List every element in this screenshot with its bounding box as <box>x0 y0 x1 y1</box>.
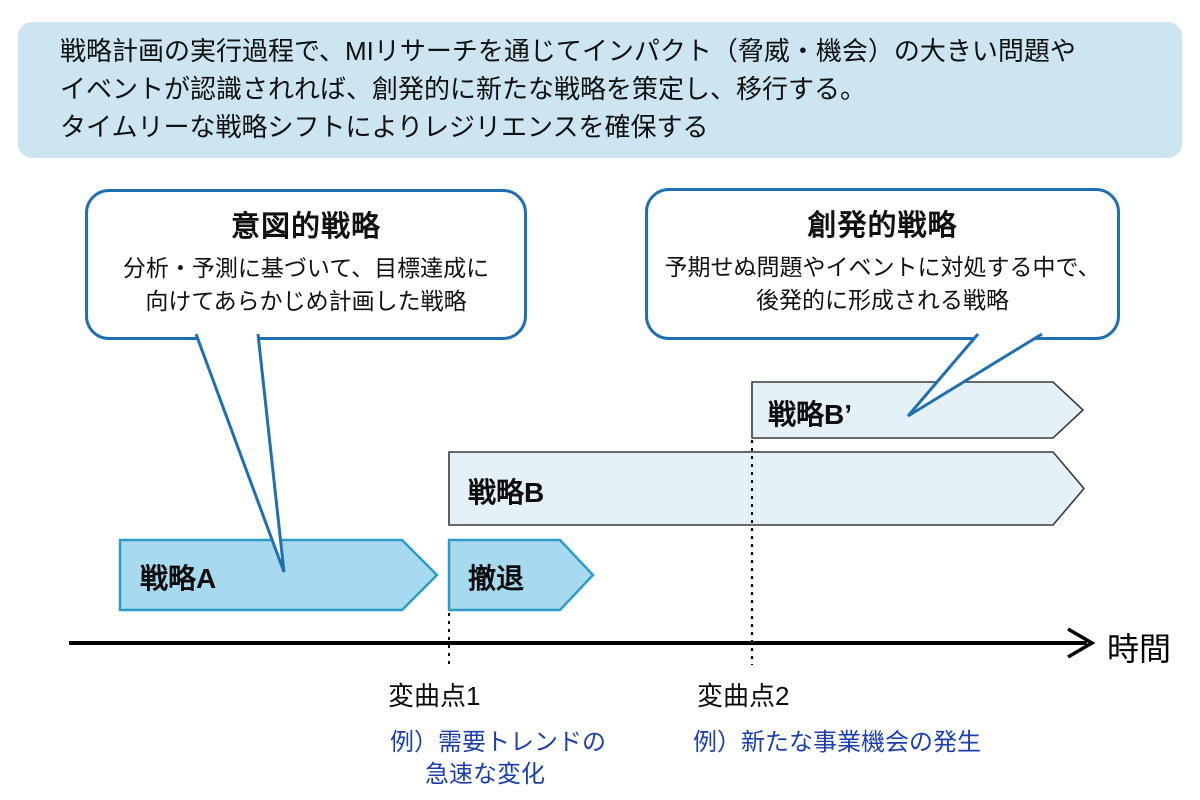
time-axis-arrowhead-icon <box>1067 627 1096 659</box>
callout-body: 予期せぬ問題やイベントに対処する中で、 後発的に形成される戦略 <box>648 251 1117 317</box>
callout-body-line: 予期せぬ問題やイベントに対処する中で、 <box>664 254 1101 280</box>
callout-intended-strategy: 意図的戦略 分析・予測に基づいて、目標達成に 向けてあらかじめ計画した戦略 <box>85 189 527 340</box>
strategy-b-prime-label: 戦略B’ <box>768 399 853 430</box>
callout-title: 創発的戦略 <box>807 210 958 242</box>
time-axis-label: 時間 <box>1107 631 1172 667</box>
inflection1-label: 変曲点1 <box>388 681 481 711</box>
callout-title: 意図的戦略 <box>230 211 381 243</box>
withdrawal-label: 撤退 <box>468 563 525 594</box>
strategy-a-label: 戦略A <box>140 563 217 594</box>
inflection2-label: 変曲点2 <box>697 681 790 711</box>
summary-line: イベントが認識されれば、創発的に新たな戦略を策定し、移行する。 <box>60 74 867 104</box>
callout-tail-intended <box>194 333 286 573</box>
strategy-b-arrow <box>448 451 1086 526</box>
callout-emergent-strategy: 創発的戦略 予期せぬ問題やイベントに対処する中で、 後発的に形成される戦略 <box>645 188 1120 340</box>
callout-body: 分析・予測に基づいて、目標達成に 向けてあらかじめ計画した戦略 <box>88 252 524 318</box>
callout-tail-emergent <box>906 332 1043 418</box>
strategy-b-label: 戦略B <box>468 477 545 508</box>
summary-line: タイムリーな戦略シフトによりレジリエンスを確保する <box>60 112 709 142</box>
callout-body-line: 分析・予測に基づいて、目標達成に <box>122 255 490 281</box>
callout-body-line: 後発的に形成される戦略 <box>756 287 1009 313</box>
inflection1-example-line: 急速な変化 <box>425 761 545 788</box>
summary-line: 戦略計画の実行過程で、MIリサーチを通じてインパクト（脅威・機会）の大きい問題や <box>60 36 1076 66</box>
inflection1-example-line: 例）需要トレンドの <box>390 729 606 756</box>
callout-body-line: 向けてあらかじめ計画した戦略 <box>145 288 467 314</box>
summary-banner: 戦略計画の実行過程で、MIリサーチを通じてインパクト（脅威・機会）の大きい問題や… <box>18 22 1182 158</box>
inflection2-example-line: 例）新たな事業機会の発生 <box>693 729 981 756</box>
